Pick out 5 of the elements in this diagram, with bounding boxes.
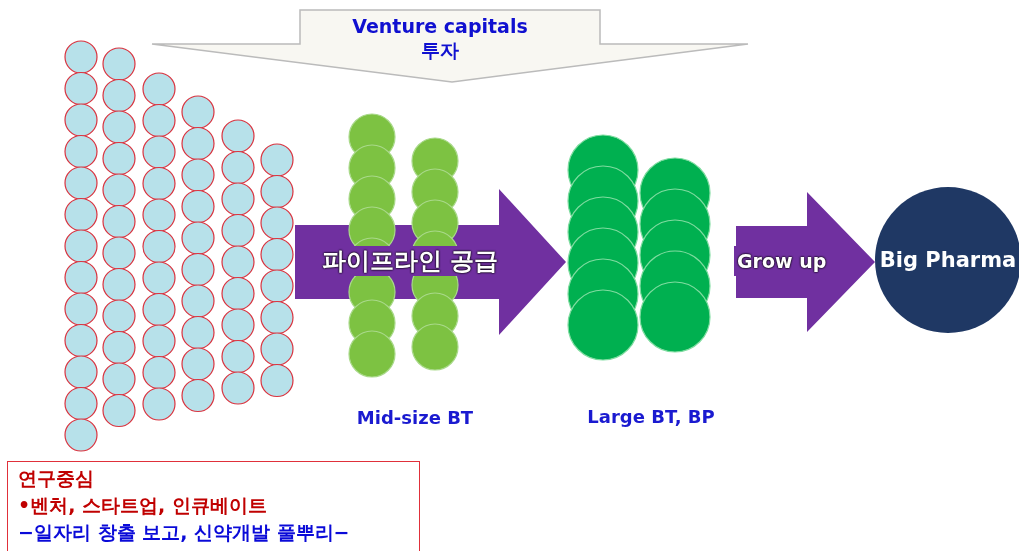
cluster-label: Large BT, BP	[586, 406, 716, 427]
company-circle: Big Pharma	[875, 187, 1019, 333]
note-box: 연구중심 •벤처, 스타트업, 인큐베이트 −일자리 창출 보고, 신약개발 풀뿌리−	[7, 461, 420, 551]
cluster-label: Mid-size BT	[355, 407, 475, 428]
callout-banner: Venture capitals 투자	[152, 8, 748, 84]
